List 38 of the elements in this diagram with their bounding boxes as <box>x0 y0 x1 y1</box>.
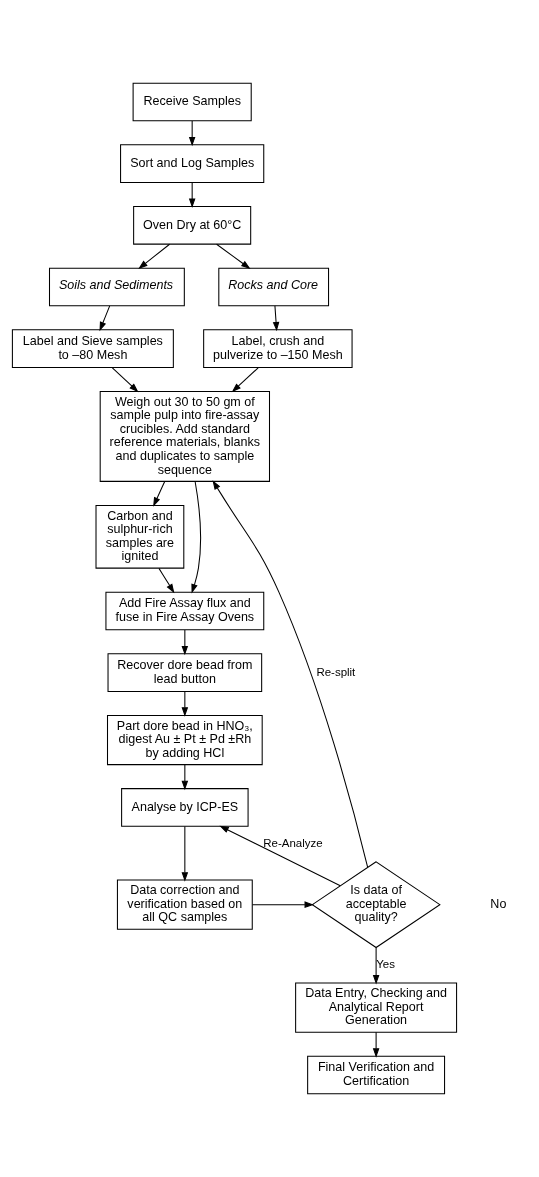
node-box: Analyse by ICP-ES <box>121 788 249 827</box>
node-box: Soils and Sediments <box>48 267 185 307</box>
node-box: Weigh out 30 to 50 gm of sample pulp into fire-assay crucibles. Add standard reference materials, blanks and duplicates to sample sequence <box>99 390 271 482</box>
node-box: Label, crush and pulverize to –150 Mesh <box>203 329 353 368</box>
arrow <box>231 367 259 393</box>
node-box: Label and Sieve samples to –80 Mesh <box>11 329 174 368</box>
arrow <box>111 367 139 393</box>
node-box: Data Entry, Checking and Analytical Report Generation <box>295 982 458 1033</box>
arrow <box>153 480 166 507</box>
node-box: Rocks and Core <box>218 267 330 307</box>
node-box: Receive Samples <box>132 82 252 122</box>
arrow <box>138 243 171 270</box>
arrow <box>219 825 341 887</box>
arrow <box>191 480 202 594</box>
node-box: Recover dore bead from lead button <box>107 653 263 692</box>
node-box: Final Verification and Certification <box>307 1055 446 1095</box>
edge-label: Re-split <box>316 665 356 678</box>
node-box: Data correction and verification based on all QC samples <box>116 879 253 930</box>
node-diamond: Is data of acceptable quality? <box>311 861 441 949</box>
edge-label: Re-Analyze <box>263 836 323 849</box>
node-box: Add Fire Assay flux and fuse in Fire Assay Ovens <box>105 591 265 631</box>
arrow <box>372 947 380 985</box>
arrow <box>158 567 175 594</box>
arrow <box>216 243 251 269</box>
node-box: Carbon and sulphur-rich samples are ignited <box>95 504 185 569</box>
arrow <box>251 901 314 908</box>
node-box: Oven Dry at 60°C <box>133 206 252 245</box>
arrow <box>181 764 189 791</box>
node-box: Part dore bead in HNO₃, digest Au ± Pt ± Pd ±Rh by adding HCl <box>107 714 263 766</box>
label: No <box>490 896 507 911</box>
arrow <box>372 1031 380 1058</box>
arrow <box>99 305 111 332</box>
arrow <box>188 120 196 147</box>
arrow <box>181 825 189 882</box>
arrow <box>272 305 280 332</box>
node-box: Sort and Log Samples <box>120 144 265 183</box>
arrow <box>212 480 369 868</box>
arrow <box>181 629 189 656</box>
